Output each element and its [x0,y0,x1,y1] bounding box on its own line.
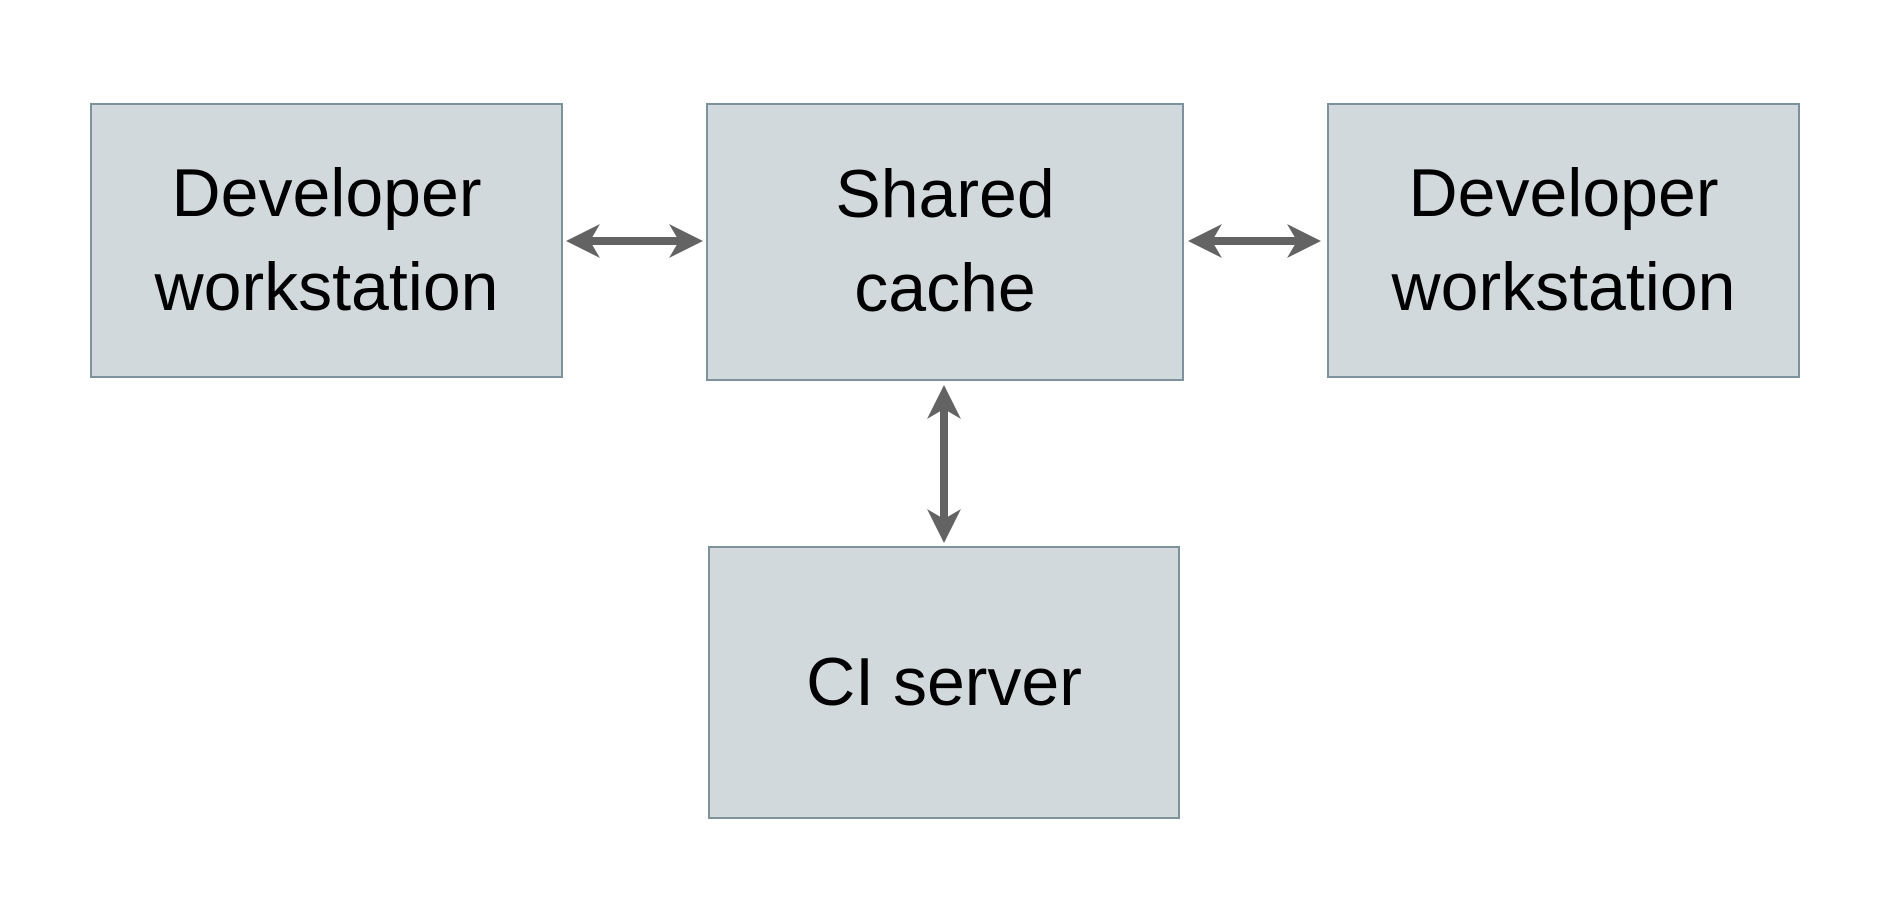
node-shared-cache: Shared cache [706,103,1184,381]
node-ci-server: CI server [708,546,1180,819]
edge-shared-cache-ci-server-bidirectional-arrow [927,385,961,543]
arrowhead-right-icon [1287,224,1321,258]
node-label-developer-workstation-right: Developer workstation [1391,154,1736,325]
arrowhead-right-icon [669,224,703,258]
arrowhead-left-icon [566,224,600,258]
arrowhead-left-icon [1188,224,1222,258]
node-developer-workstation-right: Developer workstation [1327,103,1800,378]
edge-shared-cache-workstation-right-bidirectional-arrow [1188,224,1321,258]
edge-workstation-left-shared-cache-bidirectional-arrow [566,224,703,258]
node-developer-workstation-left: Developer workstation [90,103,563,378]
node-label-ci-server: CI server [806,643,1082,720]
arrowhead-up-icon [927,385,961,419]
node-label-shared-cache: Shared cache [835,156,1055,326]
arrowhead-down-icon [927,509,961,543]
node-label-developer-workstation-left: Developer workstation [154,154,499,325]
